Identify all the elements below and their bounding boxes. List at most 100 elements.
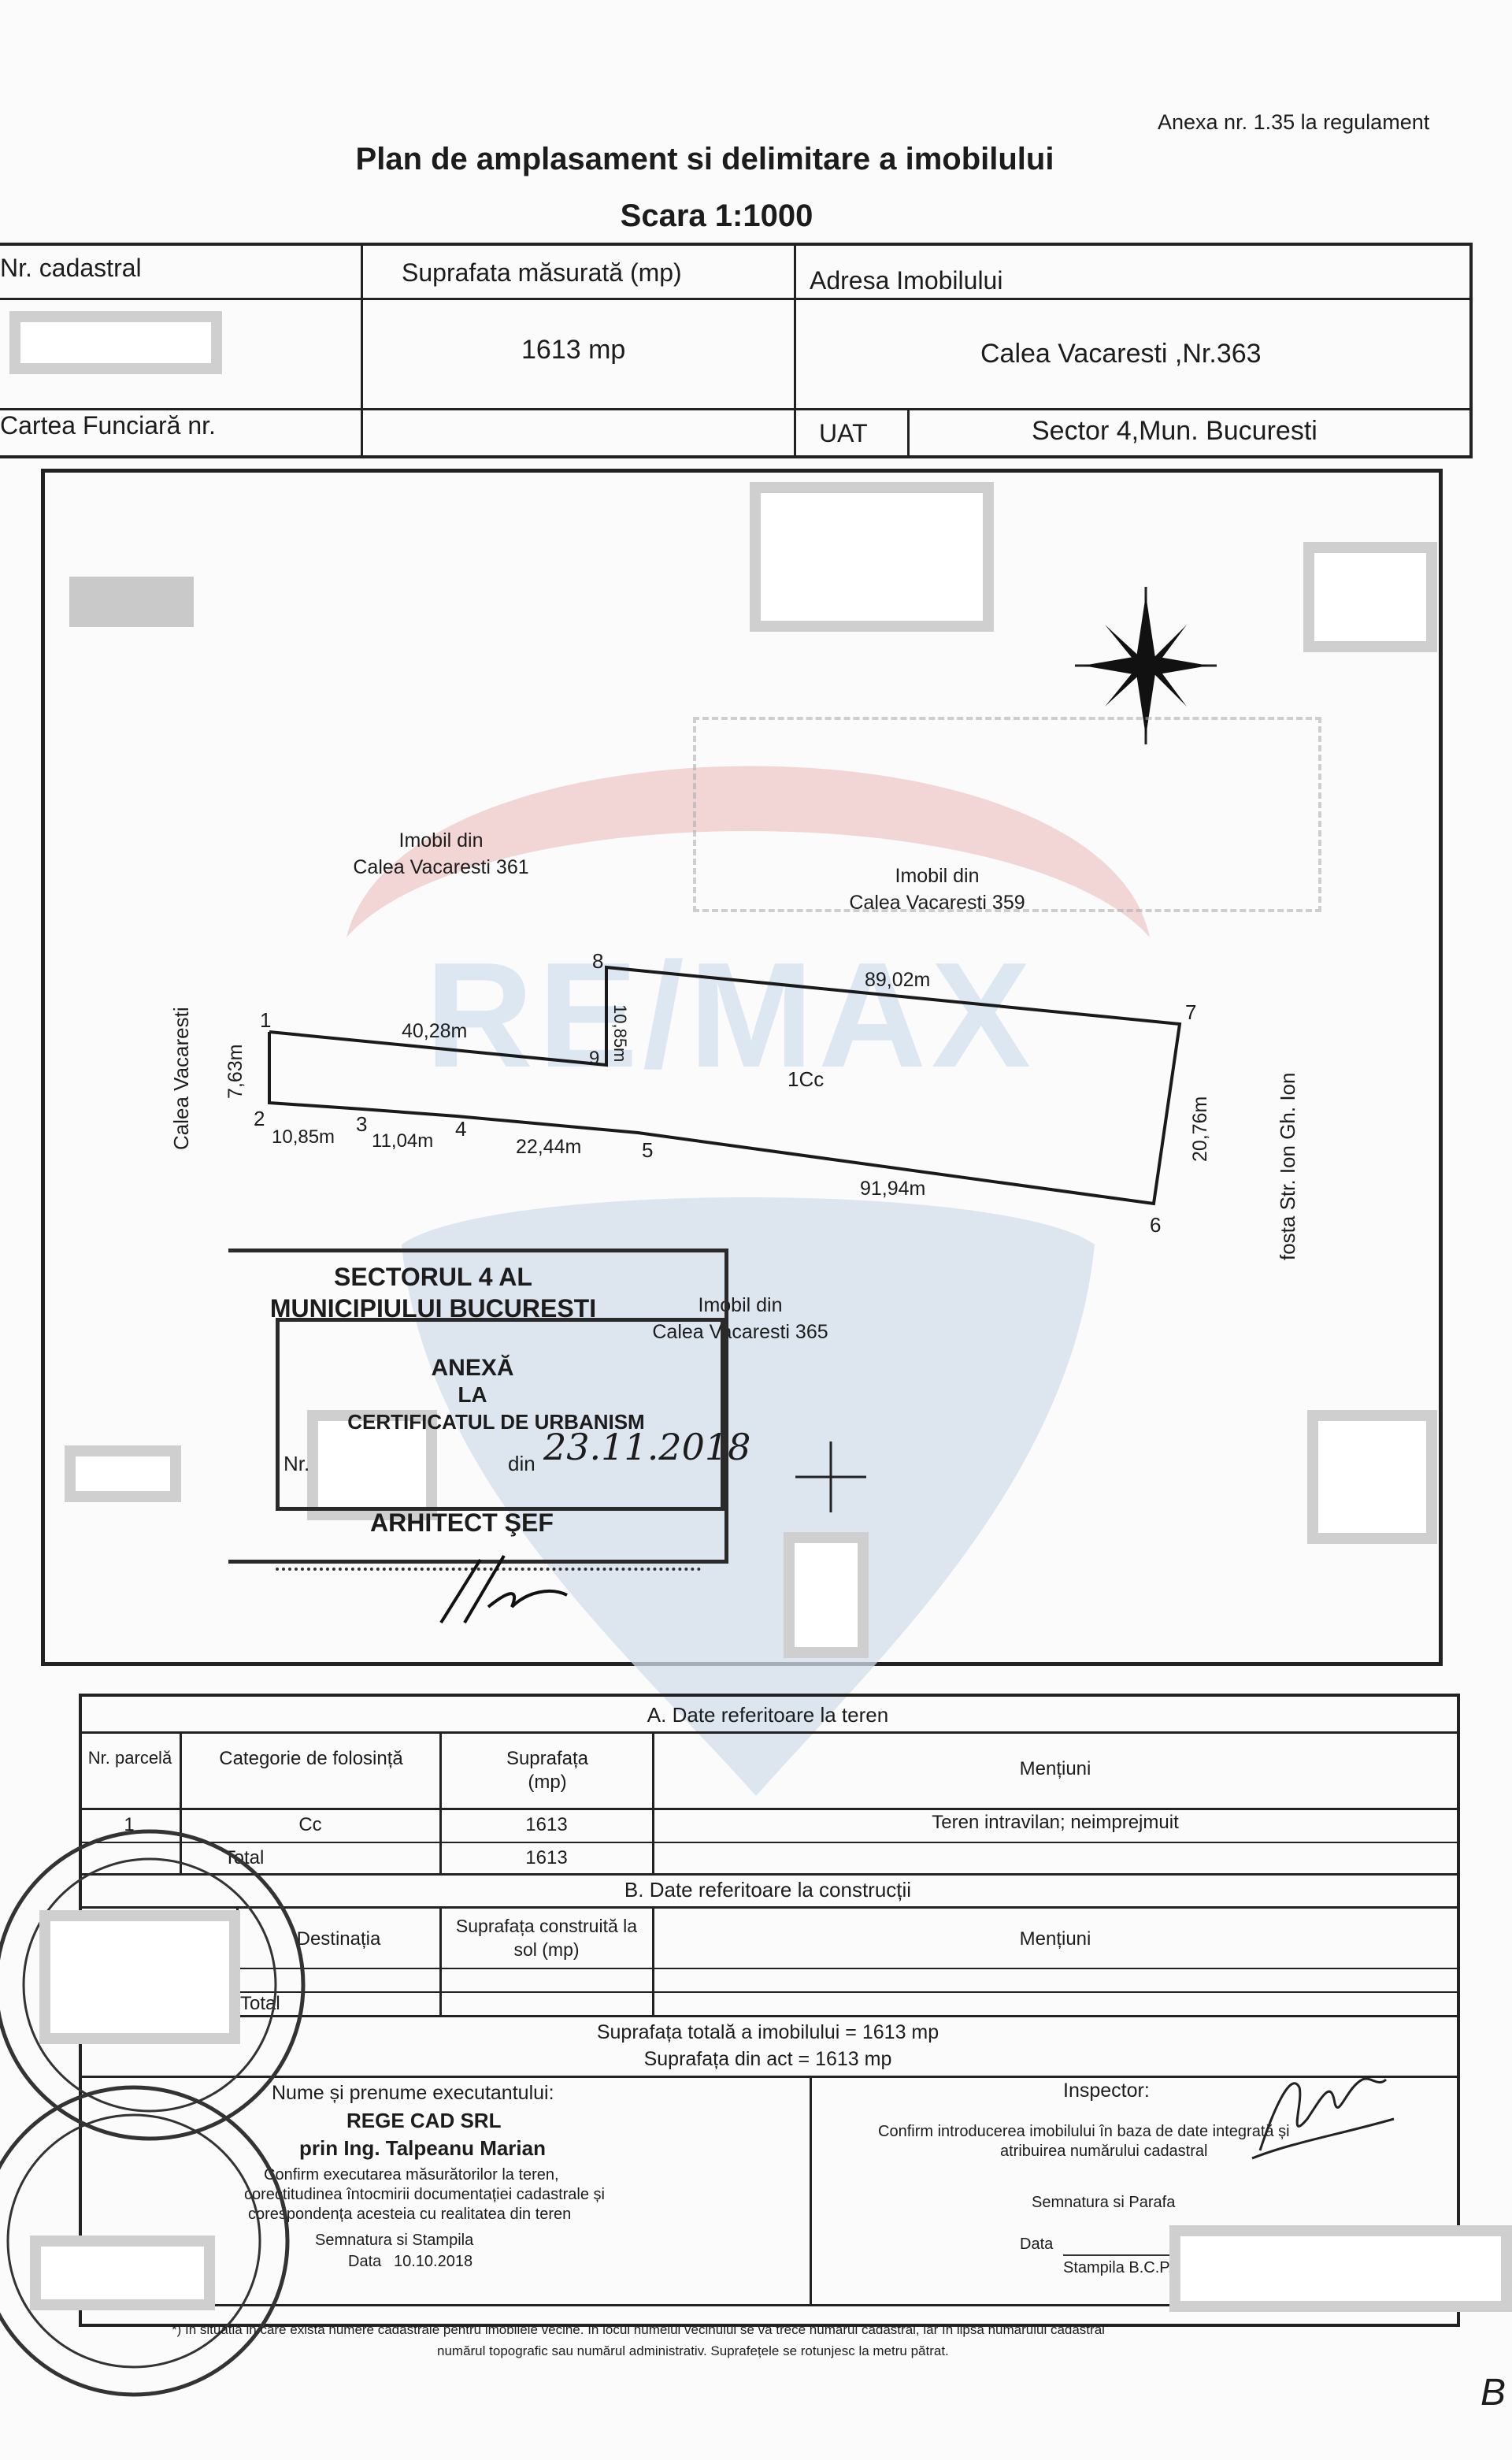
- carte-funciara-label: Cartea Funciară nr.: [0, 411, 216, 440]
- dimension-9-8: 10,85m: [610, 1004, 630, 1063]
- redacted-box-mid-left: [65, 1445, 181, 1502]
- redacted-box-top-center: [750, 482, 994, 632]
- section-a-title: A. Date referitoare la teren: [647, 1703, 889, 1727]
- dimension-8-7: 89,02m: [865, 969, 931, 991]
- redacted-box-bottom-right: [1169, 2225, 1512, 2312]
- section-a-row1-mentiuni: Teren intravilan; neimprejmuit: [932, 1812, 1179, 1833]
- scale-label: Scara 1:1000: [620, 199, 813, 233]
- section-a-header-mentiuni: Mențiuni: [1019, 1758, 1091, 1779]
- urbanism-stamp: SECTORUL 4 AL MUNICIPIULUI BUCURESTI ANE…: [228, 1249, 750, 1571]
- inspector-signature: [1251, 2077, 1395, 2160]
- stamp-line-3: ANEXĂ: [431, 1355, 514, 1381]
- dimension-1-2: 7,63m: [224, 1044, 246, 1099]
- stamp-line-6-prefix: Nr.: [284, 1452, 310, 1475]
- north-arrow-icon: [1075, 587, 1217, 744]
- neighbor-north-2: Imobil din Calea Vacaresti 359: [849, 865, 1025, 914]
- annex-note: Anexa nr. 1.35 la regulament: [1158, 110, 1430, 134]
- section-a-header-cat: Categorie de folosință: [219, 1748, 403, 1769]
- section-a-total-sup: 1613: [525, 1847, 568, 1868]
- point-6: 6: [1150, 1213, 1162, 1237]
- faint-ocpi-stamp: [693, 717, 1321, 912]
- executant-text-1: Confirm executarea măsurătorilor la tere…: [264, 2166, 559, 2184]
- section-b-total-line-2: Suprafața din act = 1613 mp: [643, 2048, 892, 2070]
- redacted-box-mid-right: [1307, 1410, 1437, 1544]
- point-3: 3: [356, 1112, 368, 1136]
- section-a-row1-sup: 1613: [525, 1814, 568, 1835]
- architect-signature: [439, 1554, 568, 1624]
- point-9: 9: [589, 1048, 600, 1069]
- executant-text-3: corespondența acesteia cu realitatea din…: [248, 2206, 572, 2223]
- inspector-sign-label: Semnatura si Parafa: [1032, 2194, 1176, 2211]
- point-2: 2: [254, 1107, 265, 1130]
- stamp-handwritten-date: 23.11.2018: [543, 1426, 751, 1468]
- section-b-title: B. Date referitoare la construcții: [624, 1878, 912, 1902]
- point-4: 4: [455, 1117, 467, 1141]
- inspector-date-label: Data: [1020, 2236, 1054, 2253]
- dimension-1-9: 40,28m: [402, 1020, 468, 1042]
- executant-date-label: Data: [348, 2253, 382, 2270]
- data-tables: A. Date referitoare la teren Nr. parcelă…: [79, 1694, 1460, 2327]
- info-table: Nr. cadastral Suprafata măsurată (mp) Ad…: [0, 236, 1473, 461]
- parcel-label: 1Cc: [788, 1067, 825, 1091]
- corner-mark: B: [1480, 2372, 1506, 2414]
- document-title: Plan de amplasament si delimitare a imob…: [355, 142, 1054, 176]
- stamp-line-2: MUNICIPIULUI BUCURESTI: [269, 1294, 597, 1323]
- address-label: Adresa Imobilului: [810, 266, 1003, 295]
- point-8: 8: [592, 949, 604, 973]
- section-a-row1-nr: 1: [124, 1814, 135, 1835]
- inspector-text-2: atribuirea numărului cadastral: [1000, 2143, 1208, 2160]
- redacted-box-bottom-left: [30, 2236, 215, 2310]
- uat-value: Sector 4,Mun. Bucuresti: [1032, 416, 1317, 446]
- redacted-box-stamp-left: [39, 1910, 240, 2044]
- redacted-box-top-right: [1303, 542, 1437, 652]
- executant-title: Nume și prenume executantului:: [272, 2082, 554, 2104]
- surface-label: Suprafata măsurată (mp): [402, 258, 682, 287]
- street-west: Calea Vacaresti: [169, 1007, 193, 1150]
- stamp-line-5: CERTIFICATUL DE URBANISM: [347, 1410, 645, 1434]
- remax-balloon-watermark: [346, 766, 1150, 1796]
- dimension-4-5: 22,44m: [516, 1136, 582, 1158]
- executant-company: REGE CAD SRL: [346, 2109, 502, 2132]
- uat-label: UAT: [819, 419, 868, 447]
- neighbor-south: Imobil din Calea Vacaresti 365: [652, 1294, 828, 1343]
- executant-date-value: 10.10.2018: [394, 2253, 473, 2270]
- dimension-7-6: 20,76m: [1189, 1096, 1211, 1162]
- address-value: Calea Vacaresti ,Nr.363: [980, 339, 1262, 369]
- point-5: 5: [642, 1138, 654, 1162]
- executant-engineer: prin Ing. Talpeanu Marian: [299, 2136, 546, 2160]
- nr-cadastral-label: Nr. cadastral: [0, 254, 142, 282]
- section-b-total-line-1: Suprafața totală a imobilului = 1613 mp: [596, 2021, 939, 2043]
- section-b-header-destinatia: Destinația: [296, 1928, 381, 1950]
- point-1: 1: [260, 1008, 272, 1032]
- redacted-box-top-left: [69, 577, 194, 627]
- neighbor-north-1: Imobil din Calea Vacaresti 361: [353, 829, 529, 878]
- executant-sign-label: Semnatura si Stampila: [315, 2232, 474, 2249]
- dimension-2-3: 10,85m: [272, 1126, 335, 1148]
- redacted-cadastral-number: [9, 311, 222, 374]
- dimension-3-4: 11,04m: [372, 1130, 434, 1152]
- footer-note-2: numărul topografic sau numărul administr…: [437, 2343, 949, 2358]
- footer-note-1: *) In situatia in care exista numere cad…: [172, 2322, 1105, 2337]
- remax-watermark-text: RE/MAX: [425, 932, 1036, 1099]
- stamp-line-7: ARHITECT ŞEF: [370, 1508, 554, 1537]
- inspector-text-1: Confirm introducerea imobilului în baza …: [878, 2123, 1290, 2140]
- surface-value: 1613 mp: [521, 335, 626, 365]
- section-b-header-suprafata: Suprafața construită la sol (mp): [455, 1916, 638, 1960]
- redacted-box-bottom-center: [784, 1532, 869, 1658]
- street-east: fosta Str. Ion Gh. Ion: [1276, 1072, 1299, 1260]
- stamp-line-4: LA: [458, 1382, 487, 1407]
- executant-text-2: corectitudinea întocmirii documentației …: [244, 2186, 605, 2203]
- inspector-title: Inspector:: [1063, 2080, 1150, 2102]
- point-7: 7: [1185, 1000, 1197, 1024]
- stamp-line-6-mid: din: [508, 1452, 536, 1475]
- dimension-5-6: 91,94m: [860, 1178, 926, 1200]
- inspector-stamp-label: Stampila B.C.P.I.: [1063, 2259, 1181, 2276]
- section-a-header-sup: Suprafața (mp): [506, 1748, 589, 1793]
- round-stamp-icon: [0, 1829, 306, 2397]
- section-b-header-mentiuni: Mențiuni: [1019, 1928, 1091, 1950]
- section-a-row1-cat: Cc: [298, 1814, 322, 1835]
- stamp-line-1: SECTORUL 4 AL: [334, 1263, 532, 1291]
- redacted-box-stamp: [307, 1410, 437, 1520]
- section-a-header-nr: Nr. parcelă: [87, 1748, 172, 1768]
